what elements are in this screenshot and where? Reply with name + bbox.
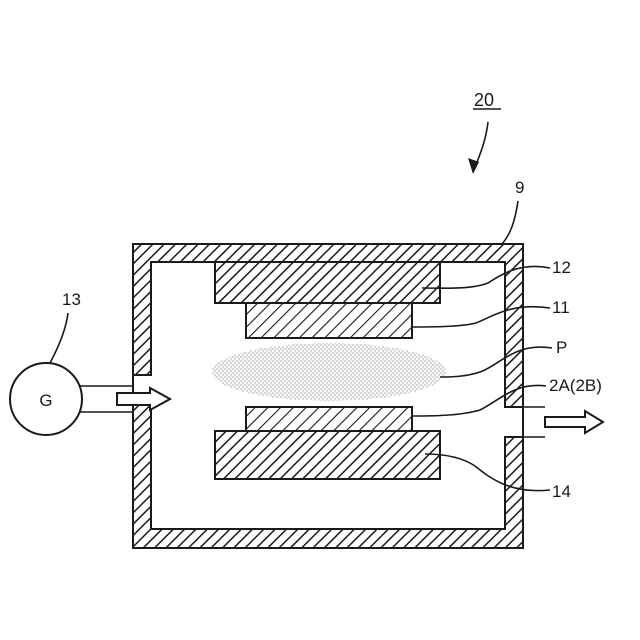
lower-electrode — [215, 431, 440, 479]
upper-electrode-outer-label: 12 — [552, 258, 571, 277]
plasma-label: P — [556, 338, 567, 357]
chamber-label: 9 — [515, 178, 524, 197]
chamber-leader — [502, 201, 518, 244]
figure-ref-label: 20 — [474, 90, 494, 110]
substrate — [246, 407, 412, 431]
substrate-leader — [412, 385, 546, 416]
upper-electrode-outer-leader — [422, 266, 550, 288]
upper-electrode-inner-label: 11 — [552, 298, 570, 317]
substrate-label: 2A(2B) — [549, 376, 602, 395]
upper-electrode-outer — [215, 262, 440, 303]
gas-source-label: 13 — [62, 290, 81, 309]
upper-electrode-inner — [246, 303, 412, 338]
plasma-region — [212, 343, 446, 401]
lower-electrode-leader — [425, 454, 550, 491]
gas-source-leader — [50, 313, 68, 363]
outlet-arrow — [545, 411, 603, 433]
gas-source-symbol: G — [39, 391, 52, 410]
lower-electrode-label: 14 — [552, 482, 571, 501]
plasma-leader — [440, 347, 552, 377]
upper-electrode-inner-leader — [412, 307, 550, 327]
